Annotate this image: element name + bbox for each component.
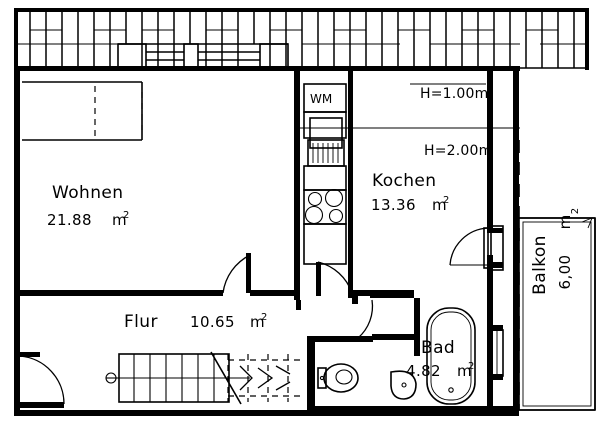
balcony-outline: [518, 140, 596, 411]
room-area-wohnen: 21.88: [47, 211, 92, 229]
interior-walls: [18, 70, 515, 415]
room-unit-bad: m: [457, 362, 472, 380]
room-label-bad: Bad: [421, 338, 455, 358]
room-unit-flur: m: [250, 313, 265, 331]
room-unit-balkon: m: [556, 215, 574, 230]
balcony-door: [449, 225, 504, 271]
room-unit-kochen: m: [432, 196, 447, 214]
room-unit-sup-bad: 2: [468, 361, 474, 372]
room-label-wohnen: Wohnen: [52, 183, 123, 203]
wall-nibs: [296, 228, 503, 380]
sink-icon: [307, 117, 345, 167]
height-annotation-2: H=2.00m: [424, 143, 492, 159]
kitchen-appliances: [303, 83, 347, 265]
room-area-flur: 10.65: [190, 313, 235, 331]
room-unit-sup-balkon: 2: [570, 208, 581, 214]
room-area-bad: 4.82: [406, 362, 441, 380]
room-unit-sup-kochen: 2: [443, 195, 449, 206]
room-label-kochen: Kochen: [372, 171, 436, 191]
room-label-flur: Flur: [124, 312, 158, 332]
bath-door: [357, 299, 374, 339]
stove-icon: [303, 188, 347, 225]
washing-machine-label: WM: [310, 92, 332, 106]
height-annotation-1: H=1.00m: [420, 86, 488, 102]
room-unit-sup-flur: 2: [261, 312, 267, 323]
kitchen-door: [316, 261, 353, 296]
room-unit-wohnen: m: [112, 211, 127, 229]
room-area-kochen: 13.36: [371, 196, 416, 214]
entry-door: [18, 352, 65, 408]
room-unit-sup-wohnen: 2: [123, 210, 129, 221]
room-label-balkon: Balkon: [530, 235, 550, 295]
washbasin-icon: [390, 370, 417, 400]
living-room-niche: [22, 81, 143, 141]
room-area-balkon: 6,00: [556, 255, 574, 290]
staircase: [105, 351, 300, 405]
toilet-icon: [317, 363, 359, 393]
bathtub-icon: [426, 307, 476, 405]
living-room-door: [222, 253, 251, 294]
exterior-walls: [14, 66, 520, 416]
height-annotation-lines: [300, 83, 520, 129]
bathroom-fixtures: [317, 307, 476, 405]
